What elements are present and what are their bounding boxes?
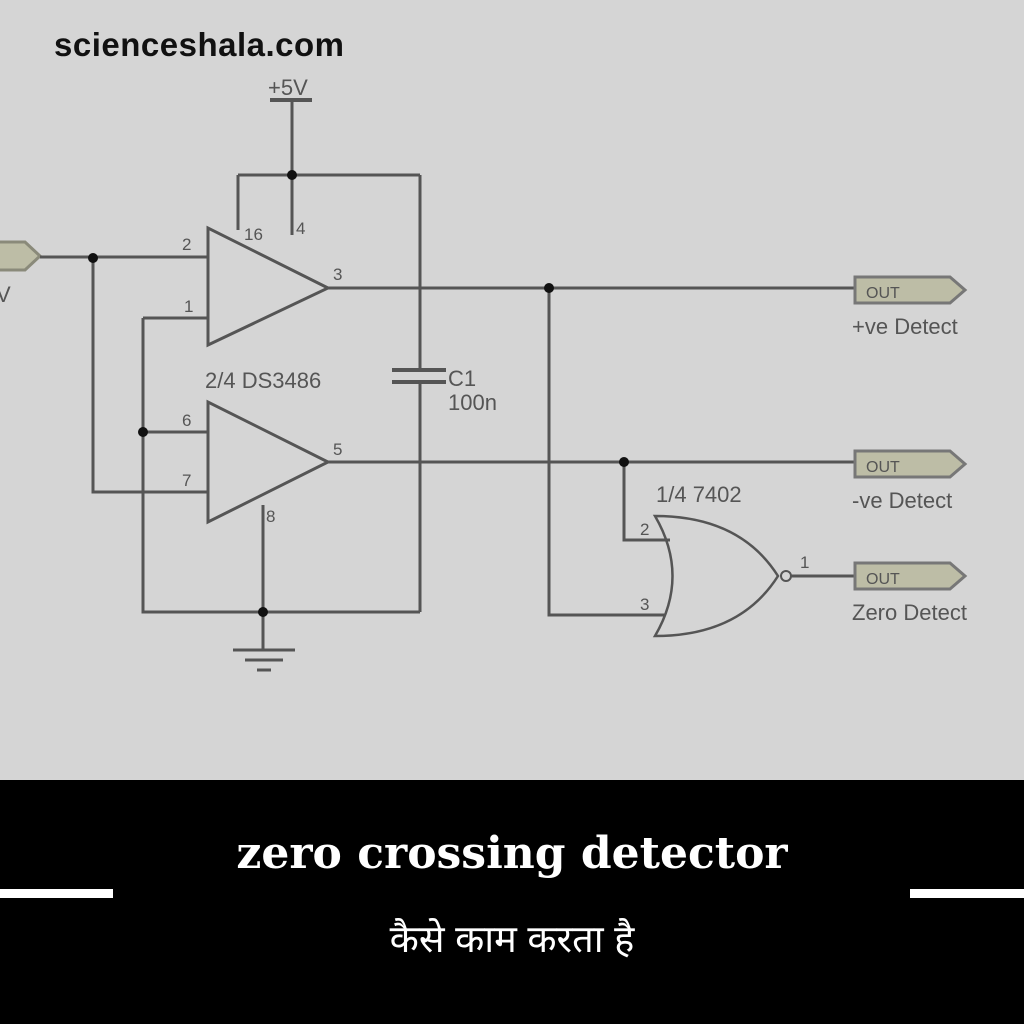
output-tag-text: OUT xyxy=(866,285,900,302)
pin-label: 3 xyxy=(640,595,649,614)
circuit-diagram: +5V 2/4 DS3486 1/4 7402 C1 100n V +ve De… xyxy=(0,75,968,672)
capacitor xyxy=(392,368,446,384)
ic2-label: 1/4 7402 xyxy=(656,482,742,507)
banner-title: zero crossing detector xyxy=(236,828,788,879)
divider-right xyxy=(910,889,1024,898)
input-terminal xyxy=(0,240,43,272)
banner-subtitle: कैसे काम करता है xyxy=(389,919,635,961)
pin-label: 2 xyxy=(640,520,649,539)
title-banner xyxy=(0,780,1024,1024)
ground-icon xyxy=(233,648,295,672)
pin-label: 4 xyxy=(296,219,305,238)
divider-left xyxy=(0,889,113,898)
nor-bubble xyxy=(780,570,792,582)
output-tags xyxy=(853,275,968,591)
output-tag-text: OUT xyxy=(866,571,900,588)
cap-value: 100n xyxy=(448,390,497,415)
comparator-1 xyxy=(206,225,332,348)
comparator-2 xyxy=(206,399,332,525)
pin-label: 7 xyxy=(182,471,191,490)
output-label: +ve Detect xyxy=(852,314,958,339)
supply-label: +5V xyxy=(268,75,308,100)
pin-label: 5 xyxy=(333,440,342,459)
pin-label: 6 xyxy=(182,411,191,430)
cap-name: C1 xyxy=(448,366,476,391)
input-label: V xyxy=(0,282,11,307)
nor-gate xyxy=(652,514,780,638)
pin-label: 1 xyxy=(184,297,193,316)
wires xyxy=(40,100,855,650)
ic1-label: 2/4 DS3486 xyxy=(205,368,321,393)
pin-label: 8 xyxy=(266,507,275,526)
pin-label: 16 xyxy=(244,225,263,244)
output-label: -ve Detect xyxy=(852,488,952,513)
output-label: Zero Detect xyxy=(852,600,967,625)
pin-label: 2 xyxy=(182,235,191,254)
pin-label: 1 xyxy=(800,553,809,572)
site-watermark: scienceshala.com xyxy=(54,26,345,63)
pin-label: 3 xyxy=(333,265,342,284)
output-tag-text: OUT xyxy=(866,459,900,476)
